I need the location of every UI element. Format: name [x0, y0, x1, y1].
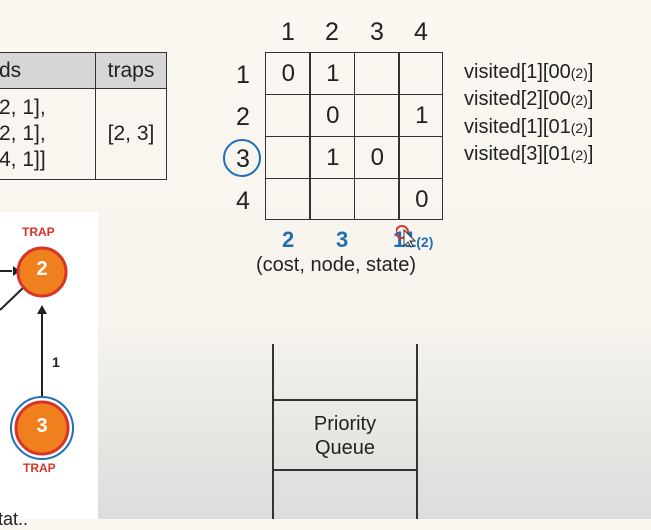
edge-weight-label: 1 — [52, 354, 60, 370]
roads-line: 2, 1], — [0, 96, 46, 119]
col-header: 4 — [414, 18, 428, 46]
row-header: 1 — [236, 61, 250, 89]
matrix-cell — [266, 179, 311, 221]
node-2 — [16, 246, 68, 298]
traps-table: ds traps 2, 1], 2, 1], 4, 1]] [2, 3] — [0, 52, 167, 180]
grid-line — [398, 53, 400, 219]
table-header-roads: ds — [0, 52, 96, 89]
row-header: 4 — [236, 187, 250, 215]
adjacency-matrix: 0 1 0 1 1 0 0 — [265, 52, 443, 220]
matrix-cell — [355, 53, 400, 95]
matrix-cell: 0 — [415, 186, 429, 213]
cursor-arrow — [403, 228, 416, 248]
pq-divider — [272, 399, 418, 401]
matrix-cell: 0 — [370, 144, 384, 171]
pq-right-wall — [416, 344, 418, 519]
matrix-cell — [355, 179, 400, 221]
state-fragment: tat.. — [0, 509, 29, 529]
table-header-traps: traps — [95, 52, 167, 89]
row-highlight-circle — [223, 139, 261, 177]
trap-label-bottom: TRAP — [23, 461, 56, 475]
matrix-cell: 1 — [326, 60, 340, 87]
visited-entry: visited[1][01(2)] — [464, 116, 594, 138]
graph-diagram — [0, 246, 74, 460]
arrow-head-icon — [37, 305, 47, 314]
matrix-cell — [400, 53, 445, 95]
roads-line: 4, 1]] — [0, 148, 46, 171]
edge-diagonal — [0, 286, 25, 311]
priority-queue: Priority Queue — [272, 344, 418, 519]
matrix-cell — [355, 95, 400, 137]
matrix-cell — [400, 137, 445, 179]
tuple-cost: 2 — [282, 227, 295, 252]
node-2-label: 2 — [36, 258, 48, 280]
pq-divider — [272, 469, 418, 471]
node-3 — [14, 400, 70, 456]
row-header: 2 — [236, 103, 250, 131]
visited-entry: visited[1][00(2)] — [464, 61, 594, 83]
node-3-highlight-ring — [10, 396, 74, 460]
matrix-cell: 1 — [326, 144, 340, 171]
tuple-caption: (cost, node, state) — [256, 254, 417, 276]
arrow-head-icon — [13, 266, 20, 276]
visited-entry: visited[3][01(2)] — [464, 143, 594, 165]
matrix-cell: 1 — [415, 102, 429, 129]
roads-line: 2, 1], — [0, 122, 46, 145]
mouse-cursor-icon — [396, 225, 416, 248]
matrix-cell: 0 — [281, 60, 295, 87]
matrix-cell — [266, 95, 311, 137]
matrix-cell — [311, 179, 356, 221]
col-header: 3 — [370, 18, 384, 46]
click-ring — [396, 225, 409, 239]
visited-entry: visited[2][00(2)] — [464, 88, 594, 110]
table-cell-roads: 2, 1], 2, 1], 4, 1]] — [0, 88, 96, 180]
node-3-label: 3 — [36, 415, 48, 437]
tuple-node: 3 — [336, 227, 349, 252]
pq-label: Priority Queue — [313, 413, 377, 459]
trap-label-top: TRAP — [22, 225, 55, 239]
grid-line — [353, 53, 355, 219]
table-cell-traps: [2, 3] — [95, 88, 167, 180]
graph-panel: TRAP 2 1 3 TRAP tat.. — [0, 212, 98, 529]
col-header: 2 — [325, 18, 339, 46]
col-header: 1 — [281, 18, 295, 46]
matrix-cell — [266, 137, 311, 179]
pq-left-wall — [272, 344, 274, 519]
matrix-cell: 0 — [326, 102, 340, 129]
grid-line — [309, 53, 311, 219]
